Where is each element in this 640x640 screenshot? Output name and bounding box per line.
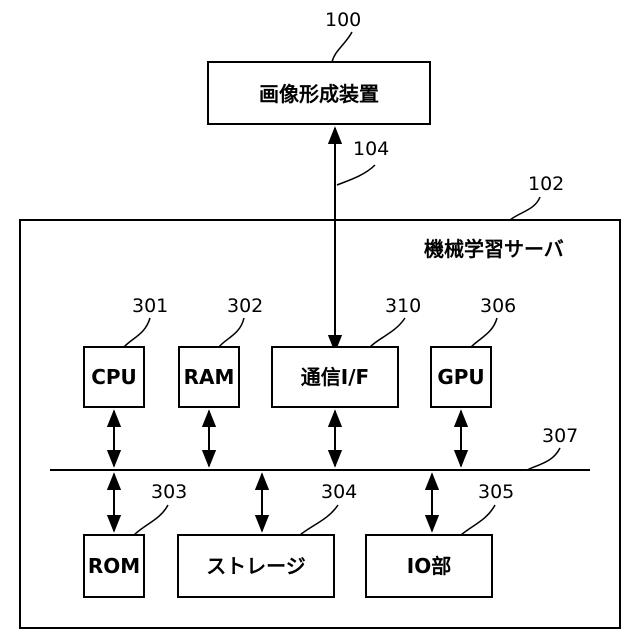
cpu-label: CPU [91, 365, 137, 389]
comm-if-label: 通信I/F [301, 365, 369, 389]
image-forming-device-block: 画像形成装置 [208, 62, 430, 124]
rom-block: ROM [84, 535, 144, 597]
storage-label: ストレージ [206, 554, 306, 578]
bus-ref: 307 [542, 425, 578, 447]
io-label: IO部 [407, 554, 451, 578]
image-forming-device-label: 画像形成装置 [259, 82, 379, 106]
rom-label: ROM [88, 554, 140, 578]
rom-ref: 303 [151, 481, 187, 503]
bus-leader [527, 448, 560, 470]
ram-leader [219, 318, 244, 347]
io-leader [461, 505, 495, 535]
gpu-label: GPU [437, 365, 484, 389]
ram-label: RAM [184, 365, 235, 389]
gpu-block: GPU [431, 347, 491, 407]
comm-if-leader [370, 318, 405, 347]
comm-if-block: 通信I/F [272, 347, 398, 407]
comm-if-ref: 310 [385, 295, 421, 317]
storage-block: ストレージ [178, 535, 334, 597]
ram-ref: 302 [227, 295, 263, 317]
gpu-leader [471, 318, 497, 347]
image-forming-device-leader [332, 32, 352, 62]
link-leader [337, 165, 375, 185]
ml-server-ref: 102 [528, 173, 564, 195]
ml-server-label: 機械学習サーバ [424, 237, 564, 261]
gpu-ref: 306 [480, 295, 516, 317]
ram-block: RAM [179, 347, 239, 407]
link-ref: 104 [353, 138, 389, 160]
storage-leader [300, 505, 338, 535]
storage-ref: 304 [321, 481, 357, 503]
cpu-ref: 301 [132, 295, 168, 317]
image-forming-device-ref: 100 [325, 9, 361, 31]
cpu-leader [124, 318, 150, 347]
ml-server-leader [510, 197, 540, 220]
io-block: IO部 [366, 535, 492, 597]
rom-leader [134, 505, 168, 535]
io-ref: 305 [478, 481, 514, 503]
cpu-block: CPU [84, 347, 144, 407]
